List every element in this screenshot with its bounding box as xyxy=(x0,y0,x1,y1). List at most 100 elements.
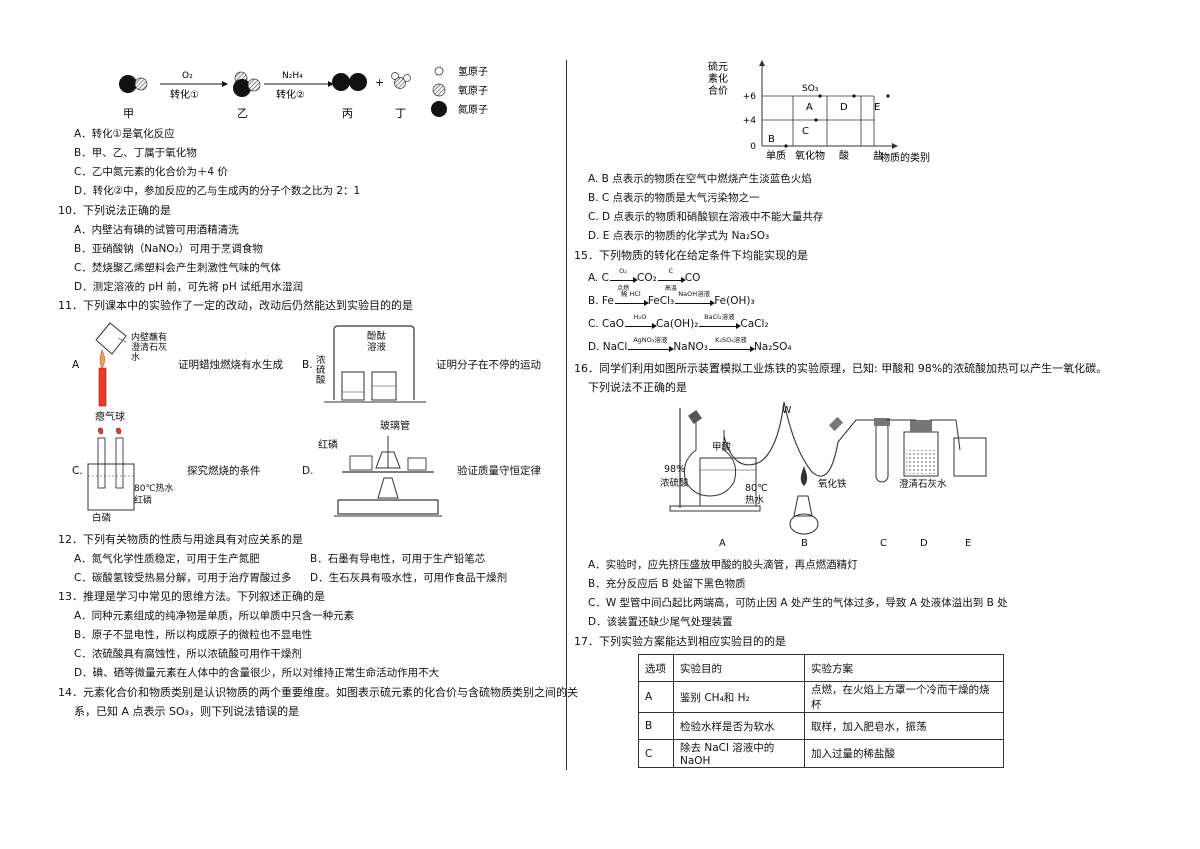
q15-c-r1: H₂O xyxy=(633,313,647,321)
q11-a-text: 证明蜡烛燃烧有水生成 xyxy=(178,359,283,371)
table-cell: 除去 NaCl 溶液中的 NaOH xyxy=(673,739,805,768)
legend-o: 氧原子 xyxy=(458,84,488,97)
chart-ylabel-3: 合价 xyxy=(708,84,728,97)
table-row: B 检验水样是否为软水 取样，加入肥皂水，振荡 xyxy=(638,712,1004,740)
q9-option-d: D．转化②中，参加反应的乙与生成丙的分子个数之比为 2：1 xyxy=(74,185,361,197)
q15-b-start: B. Fe xyxy=(588,295,614,307)
annotation-so3: SO₃ xyxy=(802,84,819,94)
o-atom xyxy=(134,77,148,91)
q9-option-a: A．转化①是氧化反应 xyxy=(74,128,175,140)
x-tick-label: 酸 xyxy=(839,149,849,162)
chart-ylabel-1: 硫元 xyxy=(708,60,728,73)
x-tick-label: 氧化物 xyxy=(795,149,825,162)
q11-stem: 11．下列课本中的实验作了一定的改动，改动后仍然能达到实验目的的是 xyxy=(58,299,413,312)
q17-stem: 17．下列实验方案能达到相应实验目的的是 xyxy=(574,635,786,648)
q16-option-a: A．实验时，应先挤压盛放甲酸的胶头滴管，再点燃酒精灯 xyxy=(588,559,858,571)
q14-option-d: D. E 点表示的物质的化学式为 Na₂SO₃ xyxy=(588,230,770,242)
q16-option-c: C．W 型管中间凸起比两端高，可防止因 A 处产生的气体过多，导致 A 处液体溢… xyxy=(588,597,1008,609)
y-tick-label: +6 xyxy=(743,92,757,102)
y-tick-label: +4 xyxy=(743,116,757,126)
q16-label-a: A xyxy=(719,538,726,549)
x-tick-label: 盐 xyxy=(873,149,883,162)
q15-a-r2b: 高温 xyxy=(664,285,677,292)
table-cell: 鉴别 CH₄和 H₂ xyxy=(673,681,805,713)
table-cell: A xyxy=(638,681,674,713)
q11-d-label1: 红磷 xyxy=(318,440,338,451)
data-point-a xyxy=(818,94,822,98)
step1-reagent: O₂ xyxy=(182,71,193,81)
plus-sign: + xyxy=(375,76,384,89)
q16-label-d: D xyxy=(920,538,928,549)
q16-label-e: E xyxy=(965,538,972,549)
q15-b-end: Fe(OH)₃ xyxy=(714,295,755,307)
label-bing: 丙 xyxy=(342,107,353,120)
label-jia: 甲 xyxy=(123,107,134,120)
q15-stem: 15．下列物质的转化在给定条件下均能实现的是 xyxy=(574,249,808,262)
y-axis-arrow xyxy=(759,60,765,66)
q12-option-d: D．生石灰具有吸水性，可用作食品干燥剂 xyxy=(310,572,508,584)
column-divider xyxy=(566,60,567,770)
q13-option-d: D．碘、硒等微量元素在人体中的含量很少，所以对维持正常生命活动作用不大 xyxy=(74,667,440,679)
step2-label: 转化② xyxy=(276,88,305,101)
q17-table: 选项 实验目的 实验方案 A 鉴别 CH₄和 H₂ 点燃，在火焰上方罩一个冷而干… xyxy=(638,654,1004,768)
q14-option-b: B. C 点表示的物质是大气污染物之一 xyxy=(588,192,760,204)
q15-c-r2: BaCl₂溶液 xyxy=(704,313,735,321)
q16-option-d: D．该装置还缺少尾气处理装置 xyxy=(588,616,733,628)
q11-c-diagram xyxy=(87,427,135,511)
q16-label-water2: 热水 xyxy=(745,495,765,506)
q16-label-c: C xyxy=(880,538,887,549)
q9-option-c: C．乙中氮元素的化合价为＋4 价 xyxy=(74,166,228,178)
q16-apparatus-diagram xyxy=(669,401,987,535)
point-label-a: A xyxy=(806,102,813,113)
q11-a-label: 内壁蘸有澄清石灰水 xyxy=(131,333,168,363)
data-point-e xyxy=(886,94,890,98)
q11-c-text: 探究燃烧的条件 xyxy=(187,465,261,477)
q11-d-text: 验证质量守恒定律 xyxy=(457,465,541,477)
q14-stem-line2: 系，已知 A 点表示 SO₃，则下列说法错误的是 xyxy=(74,705,300,718)
q16-label-w: W xyxy=(782,405,792,416)
label-yi: 乙 xyxy=(237,107,248,120)
table-cell: 点燃，在火焰上方罩一个冷而干燥的烧杯 xyxy=(804,681,1004,713)
q15-c-mid: Ca(OH)₂ xyxy=(656,318,699,330)
q15-d-r1: AgNO₃溶液 xyxy=(633,336,668,344)
q15-a-end: CO xyxy=(684,272,701,284)
q15-a-mid: CO₂ xyxy=(637,272,657,284)
q15-a-r1b: 点燃 xyxy=(617,285,630,292)
q10-option-c: C．焚烧聚乙烯塑料会产生刺激性气味的气体 xyxy=(74,262,281,274)
q9-molecule-diagram: 甲 O₂ 转化① 乙 N₂H₄ 转化② 丙 + 丁 氢原子 氧原子 氮原子 xyxy=(119,65,488,120)
step1-label: 转化① xyxy=(170,88,199,101)
q11-a-letter: A xyxy=(72,359,80,371)
legend-h: 氢原子 xyxy=(458,65,488,78)
q15-c-end: CaCl₂ xyxy=(740,318,769,330)
table-row: A 鉴别 CH₄和 H₂ 点燃，在火焰上方罩一个冷而干燥的烧杯 xyxy=(638,681,1004,713)
q11-b-label2: 浓硫酸 xyxy=(316,355,326,386)
point-label-b: B xyxy=(768,134,775,145)
q16-label-lime: 澄清石灰水 xyxy=(899,479,947,490)
table-header-cell: 选项 xyxy=(638,654,674,682)
q15-b-r2: NaOH溶液 xyxy=(678,290,711,298)
table-header-cell: 实验方案 xyxy=(804,654,1004,682)
q16-label-water1: 80℃ xyxy=(745,483,768,494)
q15-b-r1: 稀 HCl xyxy=(620,290,641,298)
x-axis-label: 物质的类别 xyxy=(880,151,930,164)
q10-stem: 10．下列说法正确的是 xyxy=(58,204,171,217)
data-point-b xyxy=(784,144,788,148)
x-tick-label: 单质 xyxy=(766,150,786,162)
q16-stem-line1: 16．同学们利用如图所示装置模拟工业炼铁的实验原理，已知: 甲酸和 98%的浓硫… xyxy=(574,362,1108,375)
table-cell: 取样，加入肥皂水，振荡 xyxy=(804,712,1004,740)
point-label-d: D xyxy=(840,102,848,113)
data-point-d xyxy=(852,94,856,98)
q11-c-label1: 瘪气球 xyxy=(95,412,125,423)
q11-d-letter: D. xyxy=(302,465,314,477)
table-header-row: 选项 实验目的 实验方案 xyxy=(638,654,1004,682)
q9-option-b: B．甲、乙、丁属于氧化物 xyxy=(74,147,197,159)
q12-stem: 12．下列有关物质的性质与用途具有对应关系的是 xyxy=(58,533,303,546)
q16-label-iron: 氧化铁 xyxy=(818,479,847,490)
q13-stem: 13．推理是学习中常见的思维方法。下列叙述正确的是 xyxy=(58,590,325,603)
y-tick-label: 0 xyxy=(750,142,756,152)
q12-option-c: C．碳酸氢铵受热易分解，可用于治疗胃酸过多 xyxy=(74,572,292,584)
table-row: C 除去 NaCl 溶液中的 NaOH 加入过量的稀盐酸 xyxy=(638,739,1004,768)
